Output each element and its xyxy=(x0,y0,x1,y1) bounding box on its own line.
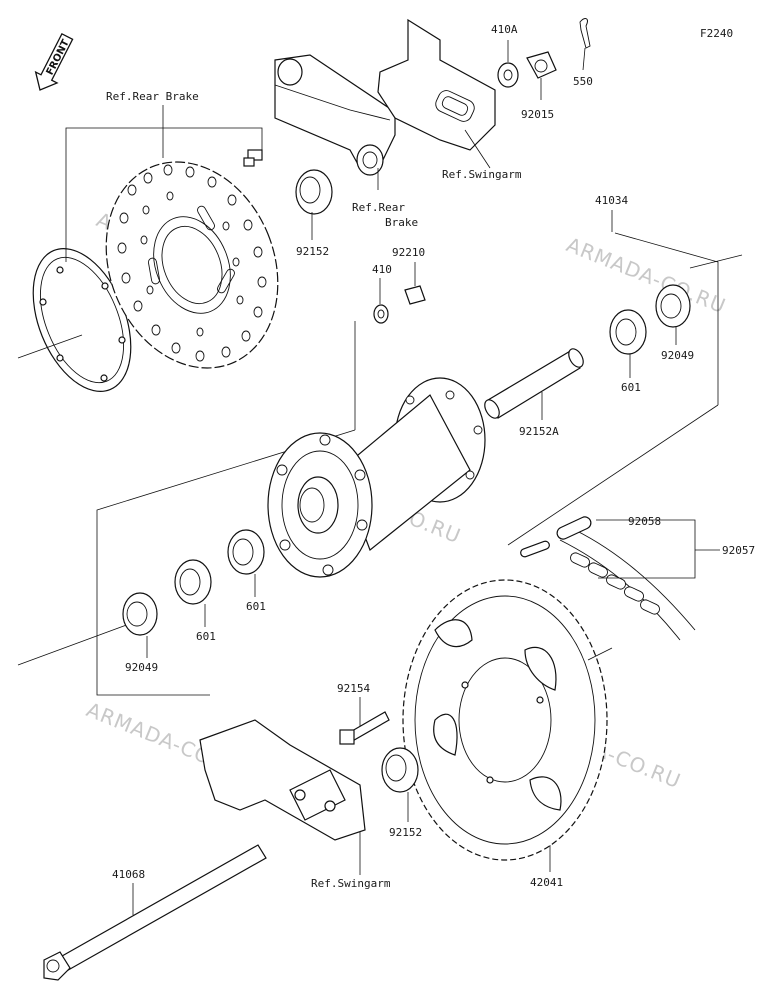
bearing-601-b xyxy=(174,559,212,605)
label-92057: 92057 xyxy=(722,544,755,557)
label-550: 550 xyxy=(573,75,593,88)
axle-sleeve-92152A xyxy=(484,348,584,419)
wheel-hub xyxy=(267,377,486,578)
label-92058: 92058 xyxy=(628,515,661,528)
label-41034: 41034 xyxy=(595,194,628,207)
label-92049-left: 92049 xyxy=(125,661,158,674)
label-92015: 92015 xyxy=(521,108,554,121)
bearing-601-right xyxy=(609,309,647,355)
label-410: 410 xyxy=(372,263,392,276)
label-601-a: 601 xyxy=(246,600,266,613)
label-ref-swingarm-bottom: Ref.Swingarm xyxy=(311,877,391,890)
oil-seal-92049-right xyxy=(655,284,691,328)
label-41068: 41068 xyxy=(112,868,145,881)
master-link-92058 xyxy=(520,516,592,558)
chain-92057 xyxy=(559,529,696,641)
leader-lines xyxy=(132,40,677,915)
label-92049-right: 92049 xyxy=(661,349,694,362)
swingarm-bottom-piece xyxy=(199,719,366,841)
cotter-pin-550 xyxy=(579,18,591,49)
part-labels: 410A 92015 550 Ref.Rear Brake Ref.Rear B… xyxy=(106,23,755,890)
brake-disc xyxy=(105,161,279,369)
label-42041: 42041 xyxy=(530,876,563,889)
label-410A: 410A xyxy=(491,23,518,36)
axle-41068 xyxy=(43,844,267,981)
bearing-601-a xyxy=(227,529,265,575)
nut-92015 xyxy=(526,51,557,79)
swingarm-top-piece xyxy=(377,18,496,151)
label-601-b: 601 xyxy=(196,630,216,643)
spacer-92152-bottom xyxy=(381,747,419,793)
label-ref-rear: Ref.Rear xyxy=(352,201,405,214)
front-label: FRONT xyxy=(45,38,72,77)
oil-seal-92049-left xyxy=(122,592,158,636)
diagram-code: F2240 xyxy=(700,27,733,40)
label-92154: 92154 xyxy=(337,682,370,695)
front-arrow-icon: FRONT xyxy=(34,32,74,91)
disc-bolt xyxy=(243,149,263,167)
label-ref-brake: Brake xyxy=(385,216,418,229)
washer-410A xyxy=(497,62,519,88)
spacer-92152-top xyxy=(295,169,333,215)
washer-410 xyxy=(373,304,389,324)
label-ref-swingarm-top: Ref.Swingarm xyxy=(442,168,522,181)
gasket xyxy=(32,248,132,392)
label-92152A: 92152A xyxy=(519,425,559,438)
sprocket-bolt-92154 xyxy=(339,711,390,745)
watermark: ARMADA-CO.RU xyxy=(563,232,729,318)
label-92152-bottom: 92152 xyxy=(389,826,422,839)
label-601-right: 601 xyxy=(621,381,641,394)
caliper-bracket xyxy=(274,54,396,176)
label-92152-top: 92152 xyxy=(296,245,329,258)
collar-92210 xyxy=(404,285,426,305)
label-ref-rear-brake: Ref.Rear Brake xyxy=(106,90,199,103)
label-92210: 92210 xyxy=(392,246,425,259)
rear-sprocket-42041 xyxy=(402,579,608,861)
